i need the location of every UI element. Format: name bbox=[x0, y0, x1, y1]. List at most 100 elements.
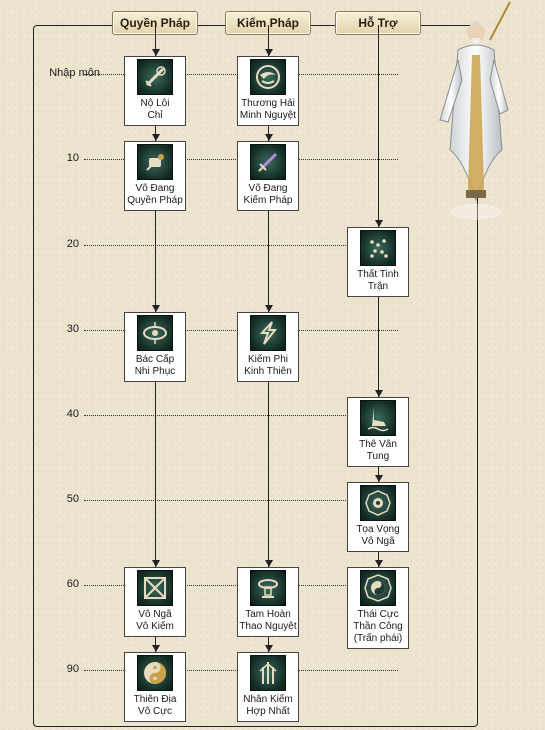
fist-icon bbox=[137, 59, 173, 95]
connector-vo-dang-kiem-phap bbox=[268, 125, 269, 141]
skill-label-line: Minh Nguyệt bbox=[239, 110, 297, 121]
skill-label-line: Vô Ngã bbox=[138, 609, 172, 620]
level-label-0: Nhập môn bbox=[49, 67, 100, 79]
eye-icon bbox=[137, 315, 173, 351]
connector-thuong-hai-minh-nguyet bbox=[268, 25, 269, 56]
skill-label-line: Vô Ngã bbox=[361, 536, 395, 547]
connector-kiem-phi-kinh-thien-arrow bbox=[264, 305, 273, 312]
skill-label-line: Nộ Lôi bbox=[140, 98, 170, 109]
skill-label-line: Võ Đang bbox=[135, 183, 175, 194]
skill-label-line: Thiên Địa bbox=[133, 694, 177, 705]
skill-label-line: (Trấn phái) bbox=[353, 633, 403, 644]
yinyang-icon bbox=[137, 655, 173, 691]
connector-toa-vong-vo-nga bbox=[378, 466, 379, 482]
column-header-2: Hỗ Trợ bbox=[335, 11, 421, 35]
connector-that-tinh-tran-arrow bbox=[374, 220, 383, 227]
connector-the-van-tung bbox=[378, 296, 379, 397]
skill-label-line: Vô Cực bbox=[138, 706, 172, 717]
connector-vo-nga-vo-kiem bbox=[155, 381, 156, 567]
level-guide-4 bbox=[84, 415, 398, 416]
level-label-5: 50 bbox=[66, 493, 79, 505]
skill-label-line: Kiếm Pháp bbox=[243, 195, 293, 206]
connector-kiem-phi-kinh-thien bbox=[268, 210, 269, 312]
rings-icon bbox=[250, 570, 286, 606]
connector-thien-dia-vo-cuc-arrow bbox=[151, 645, 160, 652]
skill-label-line: Kinh Thiên bbox=[244, 366, 292, 377]
level-label-6: 60 bbox=[66, 578, 79, 590]
skill-label-line: Hợp Nhất bbox=[246, 706, 290, 717]
skill-label-line: Kiếm Phi bbox=[247, 354, 288, 365]
scroll-icon bbox=[137, 144, 173, 180]
skill-label-line: Thất Tinh bbox=[357, 269, 399, 280]
skill-label-line: Quyền Pháp bbox=[127, 195, 183, 206]
connector-nhan-kiem-hop-nhat-arrow bbox=[264, 645, 273, 652]
moon-swirl-icon bbox=[250, 59, 286, 95]
sword-icon bbox=[250, 144, 286, 180]
skill-label-line: Bác Cấp bbox=[135, 354, 175, 365]
character-portrait bbox=[439, 1, 511, 220]
lightning-icon bbox=[250, 315, 286, 351]
skill-label-line: Thao Nguyệt bbox=[239, 621, 297, 632]
connector-vo-dang-kiem-phap-arrow bbox=[264, 134, 273, 141]
connector-bac-cap-nhi-phuc bbox=[155, 210, 156, 312]
connector-thuong-hai-minh-nguyet-arrow bbox=[264, 49, 273, 56]
connector-tam-hoan-thao-nguyet bbox=[268, 381, 269, 567]
connector-tam-hoan-thao-nguyet-arrow bbox=[264, 560, 273, 567]
skill-label-line: Tung bbox=[366, 451, 390, 462]
skill-label-line: Nhi Phục bbox=[134, 366, 176, 377]
level-label-1: 10 bbox=[66, 152, 79, 164]
temple-icon bbox=[250, 655, 286, 691]
skill-label-line: Vô Kiếm bbox=[136, 621, 174, 632]
skill-label-line: Thái Cực bbox=[357, 609, 399, 620]
connector-that-tinh-tran bbox=[378, 25, 379, 227]
cross-icon bbox=[137, 570, 173, 606]
connector-vo-dang-quyen-phap-arrow bbox=[151, 134, 160, 141]
connector-thai-cuc-than-cong bbox=[378, 551, 379, 567]
connector-nhan-kiem-hop-nhat bbox=[268, 636, 269, 652]
stars-icon bbox=[360, 230, 396, 266]
connector-thien-dia-vo-cuc bbox=[155, 636, 156, 652]
skill-label-line: Nhân Kiếm bbox=[243, 694, 293, 705]
level-guide-2 bbox=[84, 245, 398, 246]
skill-label-line: Trận bbox=[367, 281, 389, 292]
connector-the-van-tung-arrow bbox=[374, 390, 383, 397]
connector-vo-dang-quyen-phap bbox=[155, 125, 156, 141]
foot-icon bbox=[360, 400, 396, 436]
connector-vo-nga-vo-kiem-arrow bbox=[151, 560, 160, 567]
skill-label-line: Thương Hải bbox=[241, 98, 295, 109]
skill-label-line: Thần Công bbox=[353, 621, 403, 632]
connector-thai-cuc-than-cong-arrow bbox=[374, 560, 383, 567]
taiji-bagua-icon bbox=[360, 570, 396, 606]
connector-toa-vong-vo-nga-arrow bbox=[374, 475, 383, 482]
level-label-3: 30 bbox=[66, 323, 79, 335]
level-label-4: 40 bbox=[66, 408, 79, 420]
connector-bac-cap-nhi-phuc-arrow bbox=[151, 305, 160, 312]
